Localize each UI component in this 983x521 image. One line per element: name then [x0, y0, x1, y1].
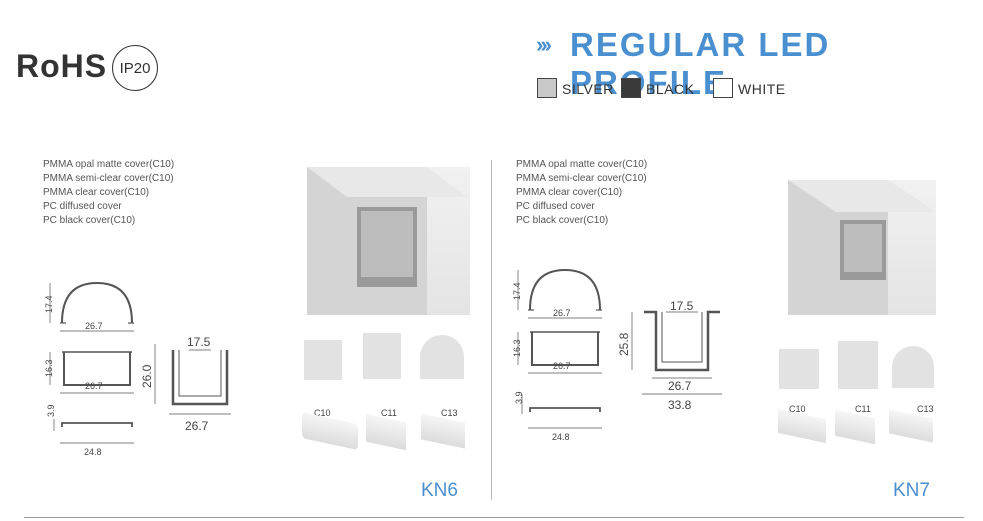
- page-title: REGULAR LED PROFILE: [570, 26, 831, 101]
- kn6-cover-code: C10: [314, 408, 331, 418]
- kn7-profile-width: 26.7: [668, 379, 692, 393]
- kn7-cover-code: C11: [855, 404, 871, 414]
- kn7-cover-c11-strip: [835, 409, 875, 445]
- kn7-cover-drawings: 17.4 26.7 16.3 26.7 3.9 24.8: [512, 268, 602, 442]
- cover-item: PMMA clear cover(C10): [516, 187, 623, 198]
- kn6-cover-c11-strip: [366, 413, 406, 451]
- kn6-cover-drawings: 17.4 26.7 16.3 26.7 3.9 24.8: [44, 281, 134, 457]
- cover-item: PMMA opal matte cover(C10): [43, 159, 175, 170]
- cover-item: PC black cover(C10): [516, 215, 609, 226]
- kn7-model-label: KN7: [893, 480, 930, 501]
- kn7-c13-width: 24.8: [552, 432, 570, 442]
- kn6-model-label: KN6: [421, 480, 458, 501]
- kn6-cover-c13-strip: [421, 413, 465, 449]
- cover-item: PMMA clear cover(C10): [43, 187, 150, 198]
- kn7-cover-c11-thumb: [838, 341, 878, 389]
- cover-item: PMMA opal matte cover(C10): [516, 159, 648, 170]
- kn6-profile-inner: 17.5: [187, 335, 211, 349]
- kn6-c11-height: 16.3: [44, 359, 54, 377]
- chevrons-icon: ›››: [536, 32, 552, 57]
- cover-item: PMMA semi-clear cover(C10): [516, 173, 647, 184]
- kn6-cover-c10-thumb: [304, 340, 342, 380]
- kn7-c10-width: 26.7: [553, 308, 571, 318]
- silver-swatch: [537, 78, 557, 98]
- rohs-logo: RoHS: [16, 48, 108, 84]
- kn6-cover-c10-strip: [302, 412, 358, 450]
- kn6-c13-width: 24.8: [84, 447, 102, 457]
- kn7-c11-height: 16.3: [512, 339, 522, 357]
- kn7-profile-drawing: 17.5 25.8 26.7 33.8: [617, 299, 722, 412]
- cover-item: PMMA semi-clear cover(C10): [43, 173, 174, 184]
- white-swatch: [713, 78, 733, 98]
- black-swatch: [621, 78, 641, 98]
- cover-item: PC diffused cover: [43, 201, 122, 212]
- kn7-profile-inner: 17.5: [670, 299, 694, 313]
- kn6-profile-drawing: 17.5 26.0 26.7: [140, 335, 231, 433]
- kn6-profile-width: 26.7: [185, 419, 209, 433]
- footer-rule: [24, 517, 964, 518]
- kn7-profile-height: 25.8: [617, 332, 631, 356]
- kn6-cover-c11-thumb: [363, 333, 401, 379]
- black-label: BLACK: [646, 81, 695, 97]
- kn7-c10-height: 17.4: [512, 282, 522, 300]
- kn7-c13-height: 3.9: [514, 391, 524, 404]
- kn7-cover-c13-thumb: [892, 346, 934, 388]
- kn6-cover-list: PMMA opal matte cover(C10) PMMA semi-cle…: [43, 158, 174, 228]
- kn7-cover-c10-thumb: [779, 349, 819, 389]
- kn6-c11-width: 26.7: [85, 381, 103, 391]
- kn7-c11-width: 26.7: [553, 361, 571, 371]
- kn7-cover-c10-strip: [778, 408, 826, 444]
- kn7-cover-code: C13: [917, 404, 934, 414]
- kn7-cover-code: C10: [789, 404, 806, 414]
- silver-label: SILVER: [562, 81, 614, 97]
- white-label: WHITE: [738, 81, 786, 97]
- kn6-cover-code: C13: [441, 408, 458, 418]
- kn7-profile-flange: 33.8: [668, 398, 692, 412]
- kn6-profile-height: 26.0: [140, 364, 154, 388]
- kn7-cover-list: PMMA opal matte cover(C10) PMMA semi-cle…: [516, 158, 647, 228]
- kn7-profile-render: [788, 180, 936, 315]
- ip-rating-badge: IP20: [112, 45, 158, 91]
- kn6-cover-c13-thumb: [420, 335, 464, 379]
- cover-item: PC diffused cover: [516, 201, 595, 212]
- kn6-c10-width: 26.7: [85, 321, 103, 331]
- kn7-cover-c13-strip: [889, 409, 933, 443]
- kn6-c10-height: 17.4: [44, 295, 54, 313]
- kn6-c13-height: 3.9: [46, 404, 56, 417]
- kn6-cover-code: C11: [381, 408, 397, 418]
- kn6-profile-render: [307, 167, 467, 315]
- cover-item: PC black cover(C10): [43, 215, 136, 226]
- section-divider: [491, 160, 492, 500]
